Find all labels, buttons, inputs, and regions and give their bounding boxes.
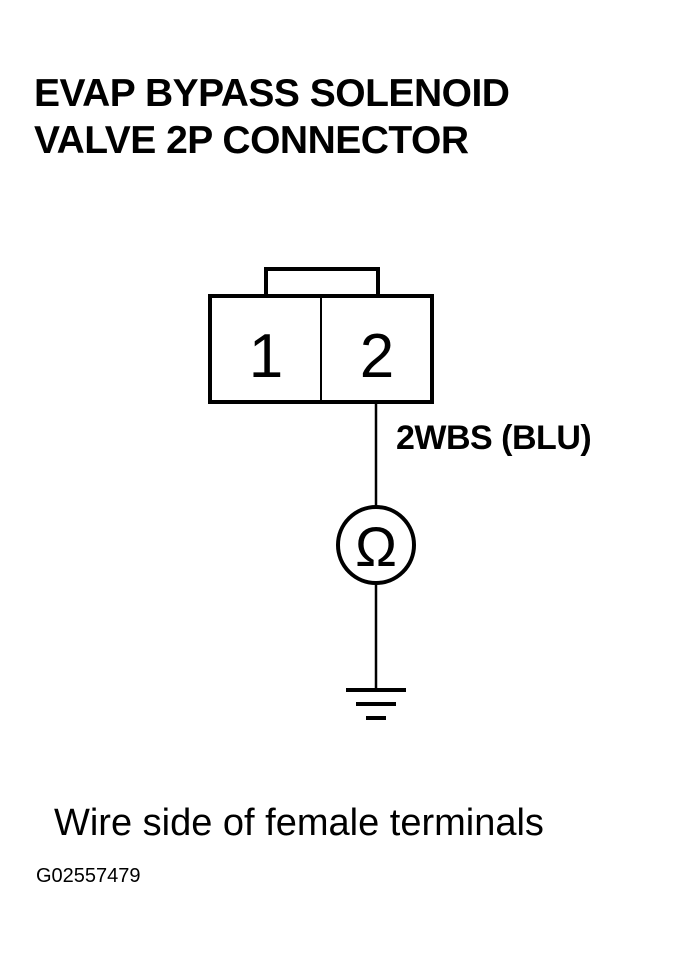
ground-icon: [346, 688, 406, 720]
connector-latch: [264, 267, 380, 299]
diagram-caption: Wire side of female terminals: [54, 802, 544, 844]
ohm-symbol: Ω: [355, 515, 397, 578]
ohmmeter-icon: Ω: [336, 505, 416, 585]
pin-2-label: 2: [360, 322, 394, 391]
title-line-2: VALVE 2P CONNECTOR: [34, 119, 469, 162]
title-line-1: EVAP BYPASS SOLENOID: [34, 72, 510, 115]
pin-1-label: 1: [249, 322, 283, 391]
wire-label: 2WBS (BLU): [396, 419, 592, 457]
diagram-title: EVAP BYPASS SOLENOID VALVE 2P CONNECTOR: [34, 70, 510, 164]
figure-id: G02557479: [36, 865, 141, 887]
